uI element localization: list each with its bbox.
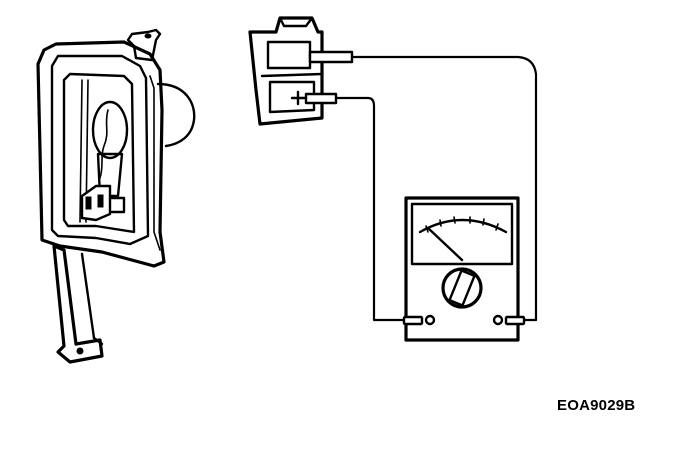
multimeter: [402, 196, 526, 342]
test-lead-right: [350, 55, 538, 322]
knob-pointer: [448, 269, 476, 307]
socket-terminal: [108, 196, 126, 214]
top-mounting-tab: [126, 28, 162, 62]
bottom-mounting-bracket: [52, 244, 104, 364]
frame-shading: [149, 75, 161, 251]
test-leads: [334, 55, 538, 322]
meter-needle: [426, 226, 464, 262]
upper-terminal-pin: [308, 50, 354, 64]
figure-code: EOA9029B: [557, 397, 636, 414]
socket-contact: [97, 194, 104, 208]
lower-terminal-clip: [290, 90, 308, 106]
connector-lower-cavity: [268, 80, 316, 114]
meter-case: [404, 196, 520, 342]
bracket-hole: [76, 347, 84, 355]
test-lead-left: [334, 96, 406, 322]
lens-opening: [62, 72, 136, 234]
meter-scale-arc: [418, 218, 508, 234]
probe-jack-right: [504, 315, 526, 326]
connector-upper-cavity: [266, 40, 312, 70]
bracket-edge: [92, 336, 104, 346]
meter-scale-ticks: [425, 216, 499, 233]
switch-connector: [248, 16, 354, 126]
connector-body: [248, 16, 324, 126]
lamp-inner-frame: [50, 54, 150, 246]
socket-contact: [85, 196, 92, 210]
lamp-outer-frame: [36, 40, 166, 268]
lamp-assembly: [36, 28, 196, 364]
reflector-line: [79, 79, 83, 223]
top-tab-hole: [144, 33, 152, 39]
bulb-housing-dome: [156, 82, 196, 148]
bulb-base: [96, 152, 124, 198]
range-selector-knob: [441, 267, 483, 309]
connector-top-cap: [278, 16, 314, 28]
meter-display-window: [410, 202, 514, 266]
bracket-edge: [80, 252, 96, 340]
probe-jack-left: [402, 315, 424, 326]
lower-terminal-pin: [304, 92, 338, 105]
bulb: [91, 100, 129, 160]
probe-jack-right-socket: [492, 314, 504, 326]
bulb-filament: [99, 109, 109, 179]
connector-divider: [260, 72, 324, 78]
probe-jack-left-socket: [424, 314, 436, 326]
